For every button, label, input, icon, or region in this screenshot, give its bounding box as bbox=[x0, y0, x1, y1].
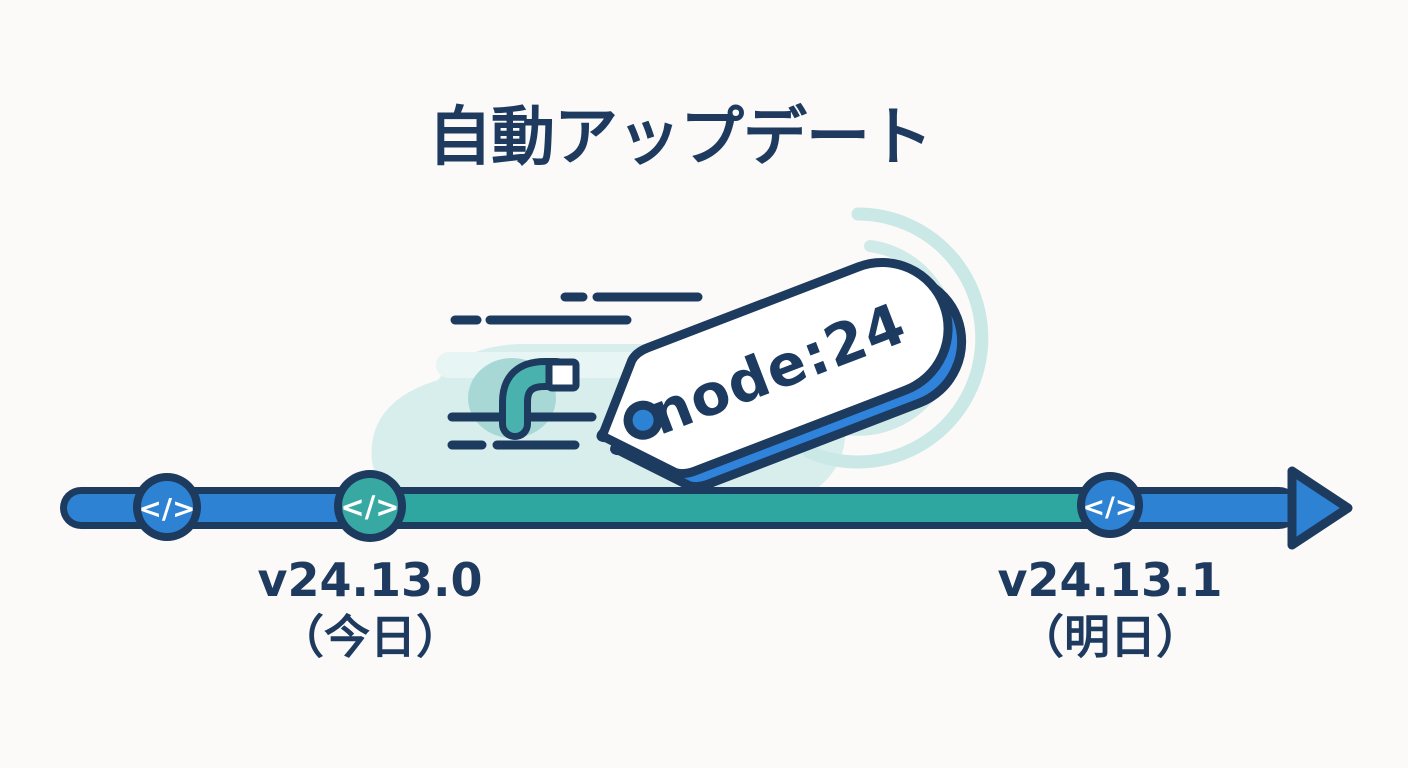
timeline-node-today: </> bbox=[334, 470, 406, 542]
timeline-node-tomorrow: </> bbox=[1077, 472, 1143, 538]
code-icon: </> bbox=[138, 492, 195, 525]
tag-string-hook-icon bbox=[499, 358, 580, 440]
version-text: v24.13.1 bbox=[997, 553, 1223, 607]
page-title: 自動アップデート bbox=[428, 101, 933, 175]
code-icon: </> bbox=[340, 490, 399, 524]
node-tag: node:24 bbox=[596, 258, 967, 492]
teal-speed-lines bbox=[329, 364, 525, 398]
code-icon: </> bbox=[1082, 492, 1137, 523]
milestone-label-tomorrow: v24.13.1 （明日） bbox=[950, 552, 1270, 666]
version-text: v24.13.0 bbox=[257, 553, 483, 607]
timeline-node-start: </> bbox=[133, 473, 201, 541]
milestone-label-today: v24.13.0 （今日） bbox=[210, 552, 530, 666]
tag-hole-icon bbox=[623, 400, 663, 440]
arrowhead-icon bbox=[1287, 466, 1353, 550]
date-text: （今日） bbox=[278, 610, 462, 664]
tag-face bbox=[596, 258, 953, 479]
date-text: （明日） bbox=[1018, 610, 1202, 664]
timeline: </> </> </> bbox=[60, 466, 1353, 550]
